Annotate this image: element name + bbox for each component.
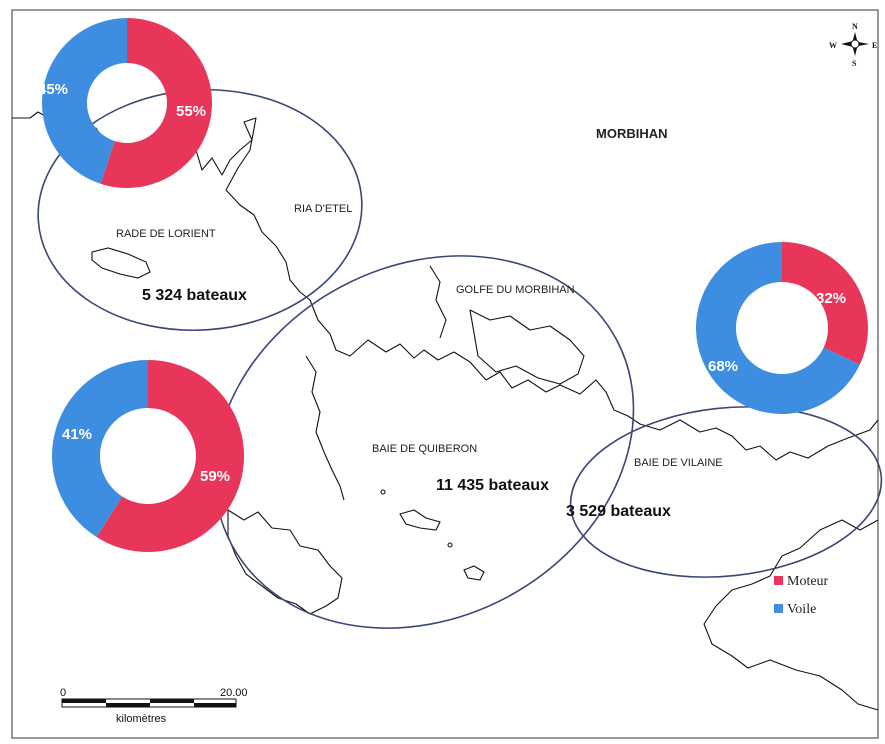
zone-lorient-donut: 55% 45% (38, 18, 212, 188)
zone-quiberon-outline (213, 255, 635, 629)
zone-quiberon-moteur-pct: 59% (200, 468, 230, 485)
region-label: MORBIHAN (596, 126, 668, 141)
compass-w: W (829, 41, 837, 50)
place-ria-etel: RIA D'ETEL (294, 203, 352, 215)
scale-end-label: 20.00 (220, 687, 248, 699)
place-rade-lorient: RADE DE LORIENT (116, 228, 216, 240)
island-houat (399, 509, 441, 531)
compass-rose-icon: N S W E (829, 22, 877, 68)
zone-lorient-moteur-pct: 55% (176, 103, 206, 120)
legend: Moteur Voile (774, 574, 829, 617)
island-islet-2 (447, 542, 453, 548)
zone-lorient-voile-pct: 45% (38, 81, 68, 98)
zone-quiberon-moteur-arc (96, 360, 245, 552)
zone-quiberon-voile-arc (52, 360, 148, 538)
zone-vilaine-count: 3 529 bateaux (566, 503, 671, 520)
island-groix (91, 247, 151, 279)
legend-label-moteur: Moteur (787, 574, 829, 589)
compass-e: E (872, 41, 877, 50)
legend-label-voile: Voile (787, 602, 816, 617)
legend-swatch-voile (774, 604, 783, 613)
island-hoedic (463, 565, 485, 581)
zone-vilaine-voile-arc (696, 242, 860, 414)
map-frame (11, 9, 879, 739)
compass-s: S (852, 59, 857, 68)
zone-quiberon-voile-pct: 41% (62, 426, 92, 443)
legend-swatch-moteur (774, 576, 783, 585)
compass-n: N (852, 22, 858, 31)
island-islet-1 (380, 489, 386, 495)
zone-vilaine-moteur-pct: 32% (816, 290, 846, 307)
zone-vilaine-donut: 32% 68% (696, 242, 868, 414)
place-baie-quiberon: BAIE DE QUIBERON (372, 443, 477, 455)
place-baie-vilaine: BAIE DE VILAINE (634, 457, 723, 469)
scale-unit-label: kilomètres (116, 713, 167, 725)
zone-lorient-count: 5 324 bateaux (142, 287, 247, 304)
zone-vilaine-voile-pct: 68% (708, 358, 738, 375)
scale-start-label: 0 (60, 687, 66, 699)
zone-vilaine-outline (569, 406, 883, 578)
zone-quiberon-donut: 59% 41% (52, 360, 245, 552)
scale-bar: 0 20.00 kilomètres (60, 687, 248, 725)
islands (91, 247, 485, 581)
zone-lorient-moteur-arc (100, 18, 212, 188)
zone-quiberon-count: 11 435 bateaux (436, 477, 549, 494)
zone-lorient-voile-arc (41, 18, 127, 184)
zone-vilaine-moteur-arc (782, 242, 868, 365)
place-golfe-morbihan: GOLFE DU MORBIHAN (456, 284, 575, 296)
